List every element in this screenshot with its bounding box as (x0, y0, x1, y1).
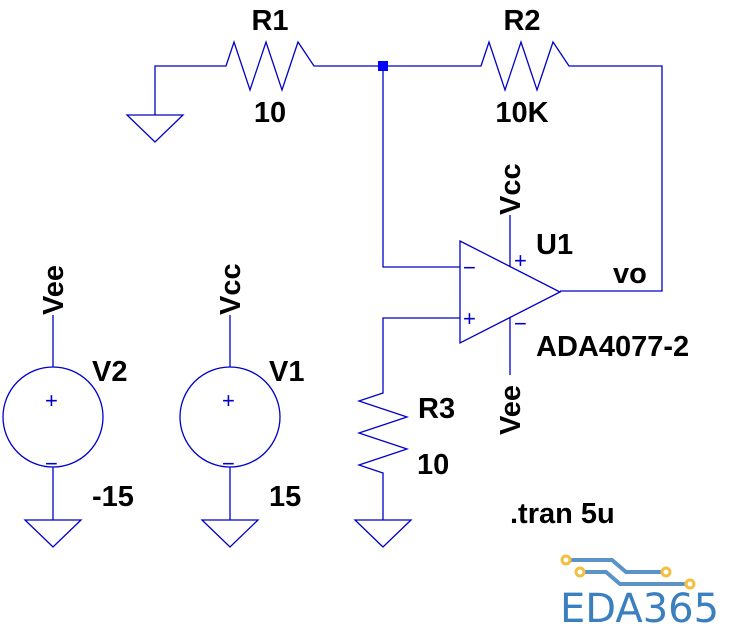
ground-icon (23, 519, 83, 548)
r1-value: 10 (254, 97, 286, 129)
minus-sign: − (222, 451, 235, 476)
watermark-text: EDA365 (560, 586, 719, 629)
net-label-vcc: Vcc (215, 263, 247, 315)
minus-sign: − (463, 255, 476, 280)
plus-sign: + (45, 388, 58, 413)
v1-ref: V1 (269, 356, 304, 388)
r1-ref: R1 (251, 5, 288, 37)
plus-sign: + (514, 248, 527, 273)
ground-icon (200, 519, 260, 548)
net-label-vee: Vee (38, 265, 70, 315)
resistor-r1[interactable] (218, 39, 320, 93)
wire-noninverting[interactable] (382, 317, 460, 385)
net-label-vo: vo (613, 258, 647, 290)
minus-sign: − (45, 451, 58, 476)
tran-directive[interactable]: .tran 5u (510, 498, 615, 530)
r2-value: 10K (495, 97, 548, 129)
plus-sign: + (463, 306, 476, 331)
wire-gnd-r1[interactable] (154, 65, 218, 115)
u1-ref: U1 (536, 229, 573, 261)
r3-ref: R3 (418, 393, 455, 425)
r2-ref: R2 (503, 5, 540, 37)
plus-sign: + (222, 388, 235, 413)
wire-feedback[interactable] (560, 65, 663, 292)
watermark-logo: EDA365 (560, 554, 719, 629)
u1-model: ADA4077-2 (536, 331, 689, 363)
net-label-vcc: Vcc (495, 163, 527, 215)
minus-sign: − (514, 311, 527, 336)
v2-ref: V2 (92, 356, 127, 388)
v1-value: 15 (269, 481, 301, 513)
resistor-r3[interactable] (356, 385, 410, 520)
v2-value: -15 (92, 481, 134, 513)
wire-inverting[interactable] (382, 66, 460, 268)
resistor-r2[interactable] (473, 39, 575, 93)
r3-value: 10 (417, 449, 449, 481)
junction-dot (378, 61, 388, 71)
net-label-vee: Vee (495, 385, 527, 435)
ground-icon (353, 519, 413, 548)
ground-icon (125, 114, 185, 143)
